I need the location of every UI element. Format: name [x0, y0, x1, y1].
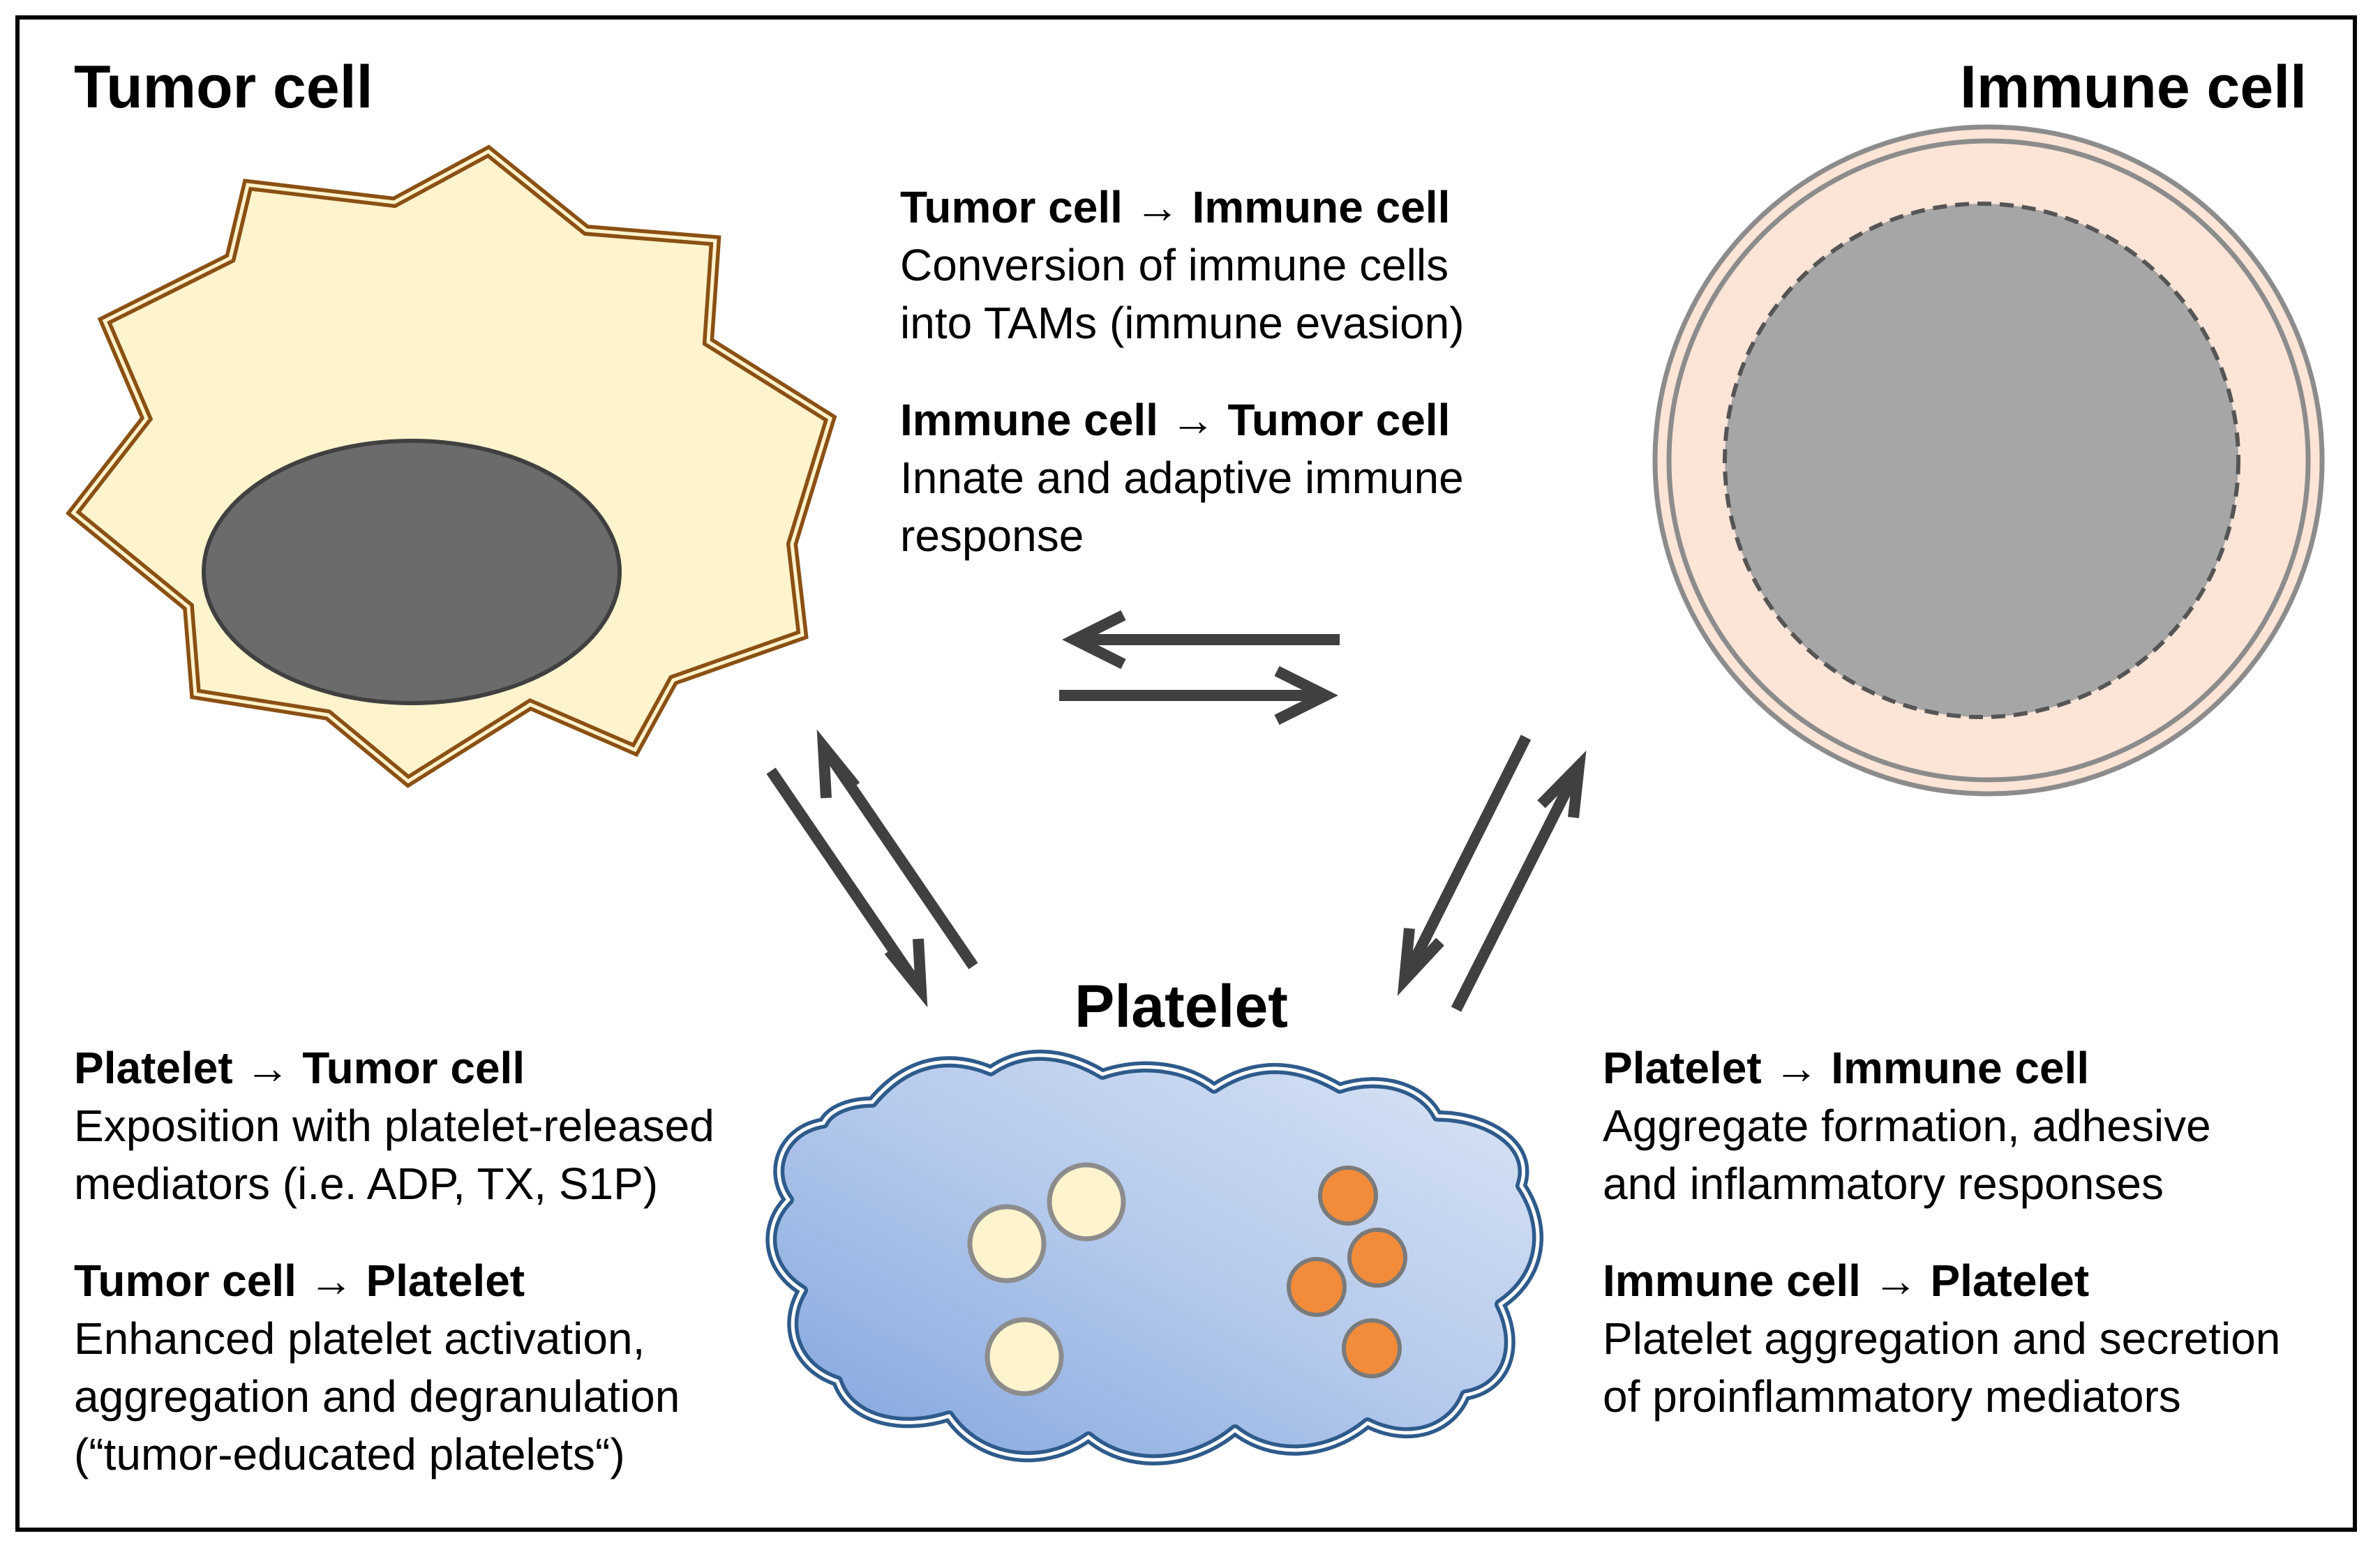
- interaction-text: mediators (i.e. ADP, TX, S1P): [74, 1159, 659, 1209]
- interaction-platelet-to-tumor: Platelet → Tumor cell Exposition with pl…: [74, 1039, 714, 1213]
- interaction-text: Platelet aggregation and secretion: [1603, 1313, 2281, 1364]
- interaction-text: and inflammatory responses: [1603, 1159, 2164, 1209]
- interaction-heading: Tumor cell → Immune cell: [900, 182, 1451, 232]
- interaction-text: of proinflammatory mediators: [1603, 1371, 2181, 1422]
- interaction-text: Innate and adaptive immune: [900, 453, 1464, 503]
- immune-cell: [1652, 124, 2325, 797]
- granule-light: [985, 1317, 1064, 1396]
- interaction-text: Conversion of immune cells: [900, 240, 1449, 290]
- interaction-heading: Platelet → Immune cell: [1603, 1043, 2090, 1093]
- platelet-cell: [765, 1049, 1543, 1466]
- interaction-tumor-to-platelet: Tumor cell → Platelet Enhanced platelet …: [74, 1252, 680, 1484]
- interaction-text: Enhanced platelet activation,: [74, 1313, 645, 1364]
- interaction-immune-to-platelet: Immune cell → Platelet Platelet aggregat…: [1603, 1252, 2280, 1426]
- immune-cell-title: Immune cell: [1959, 54, 2307, 121]
- interaction-immune-to-tumor: Immune cell → Tumor cell Innate and adap…: [900, 391, 1464, 565]
- interaction-text: Aggregate formation, adhesive: [1603, 1101, 2211, 1151]
- granule-light: [967, 1204, 1047, 1283]
- tumor-nucleus: [202, 439, 622, 705]
- interaction-platelet-to-immune: Platelet → Immune cell Aggregate formati…: [1603, 1039, 2211, 1213]
- tumor-cell: [65, 144, 837, 788]
- arrow-tumor-to-immune: [1059, 665, 1338, 725]
- interaction-heading: Immune cell → Tumor cell: [900, 395, 1451, 445]
- platelet-title: Platelet: [1075, 973, 1288, 1040]
- interaction-heading: Immune cell → Platelet: [1603, 1256, 2090, 1306]
- platelet-membrane: [765, 1049, 1543, 1466]
- interaction-tumor-to-immune: Tumor cell → Immune cell Conversion of i…: [900, 179, 1465, 352]
- interaction-text: (“tumor-educated platelets“): [74, 1429, 625, 1479]
- granule-orange: [1342, 1318, 1402, 1378]
- interaction-text: response: [900, 511, 1084, 561]
- granule-orange: [1347, 1228, 1407, 1288]
- immune-nucleus: [1723, 202, 2240, 719]
- arrow-platelet-to-tumor: [816, 729, 978, 970]
- tumor-cell-title: Tumor cell: [74, 54, 373, 121]
- interaction-text: Exposition with platelet-released: [74, 1101, 714, 1151]
- interaction-text: into TAMs (immune evasion): [900, 298, 1465, 348]
- granule-light: [1047, 1162, 1126, 1242]
- interaction-heading: Platelet → Tumor cell: [74, 1043, 525, 1093]
- diagram-frame: [15, 15, 2357, 1532]
- arrow-immune-to-platelet: [1397, 734, 1532, 996]
- granule-orange: [1318, 1166, 1378, 1226]
- arrow-immune-to-tumor: [1062, 610, 1340, 670]
- interaction-text: aggregation and degranulation: [74, 1371, 680, 1422]
- arrow-platelet-to-immune: [1451, 750, 1587, 1012]
- arrow-tumor-to-platelet: [766, 767, 928, 1008]
- granule-orange: [1287, 1257, 1347, 1317]
- interaction-heading: Tumor cell → Platelet: [74, 1256, 525, 1306]
